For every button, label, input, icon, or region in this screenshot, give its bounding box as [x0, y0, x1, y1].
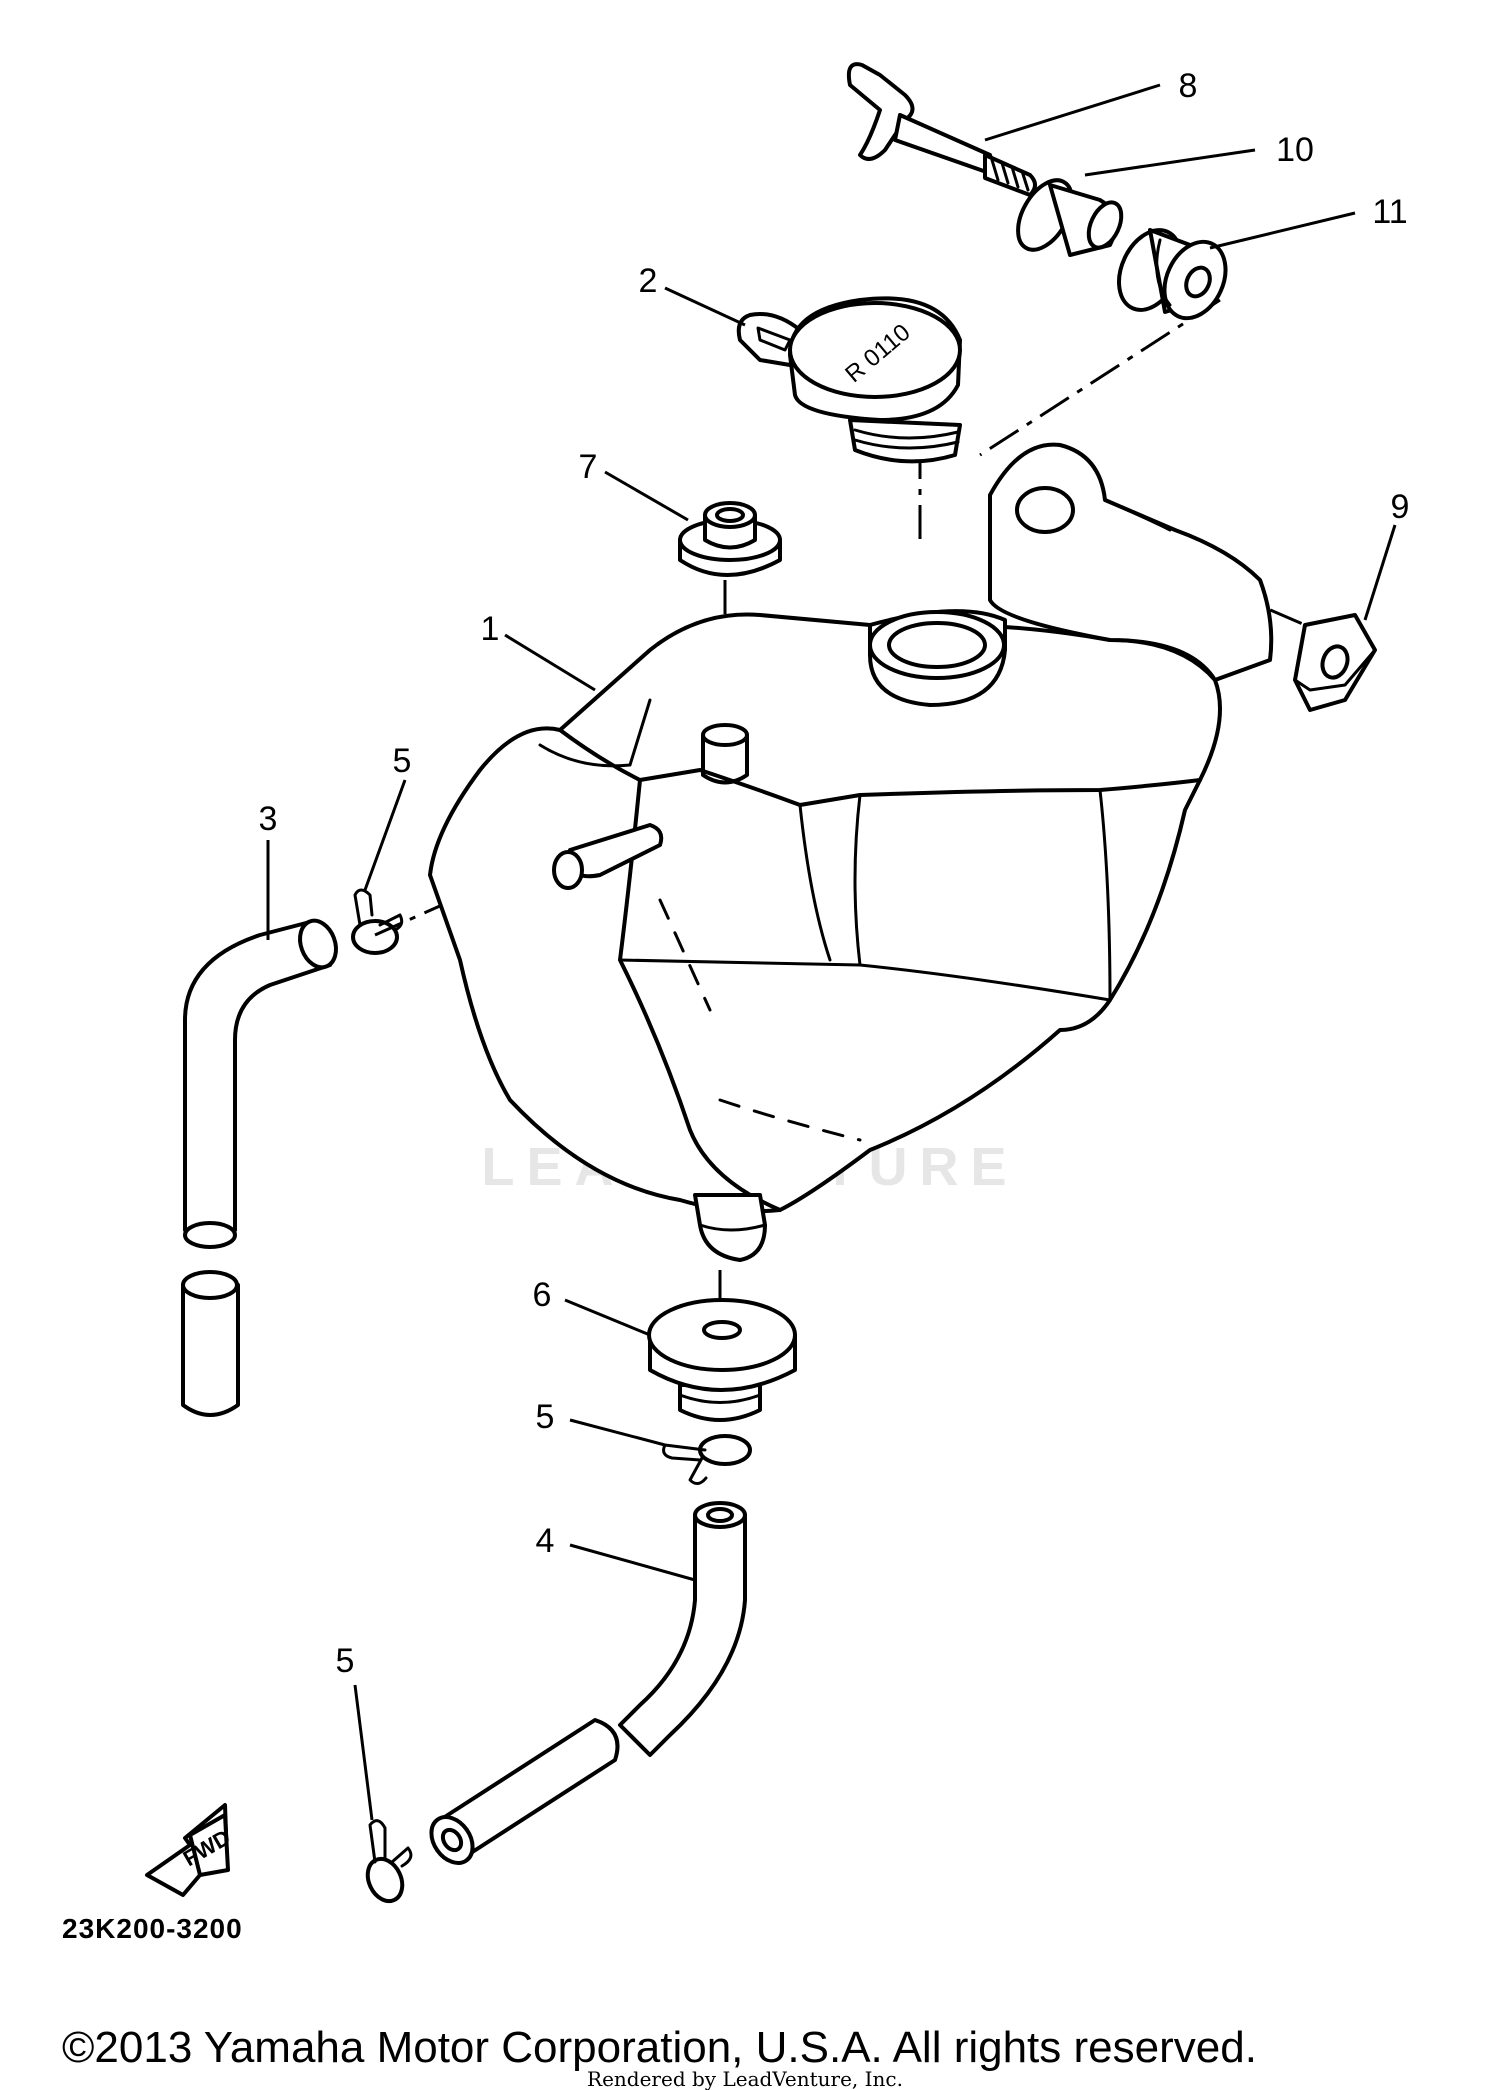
clip-upper	[351, 888, 404, 955]
rendered-by-text: Rendered by LeadVenture, Inc.	[587, 2067, 903, 2090]
fwd-arrow: FWD	[145, 1803, 235, 1897]
callout-5-upper: 5	[393, 742, 412, 780]
callout-3: 3	[259, 800, 278, 838]
diagram-code: 23K200-3200	[62, 1913, 243, 1944]
callout-1: 1	[481, 610, 500, 648]
clip-lower	[365, 1819, 413, 1904]
callout-4: 4	[536, 1522, 555, 1560]
nut	[1293, 613, 1377, 712]
callout-numbers: 8 10 11 2 7 1 9 5 3 6 5 4 5	[259, 67, 1410, 1680]
top-grommet	[678, 501, 782, 577]
fuel-tank	[428, 442, 1274, 1262]
callout-9: 9	[1391, 488, 1410, 526]
callout-8: 8	[1179, 67, 1198, 105]
bottom-cushion	[647, 1298, 797, 1422]
collar	[1016, 178, 1124, 257]
copyright-text: ©2013 Yamaha Motor Corporation, U.S.A. A…	[62, 2023, 1257, 2072]
callout-7: 7	[579, 448, 598, 486]
callout-10: 10	[1276, 131, 1314, 169]
grommet	[1117, 228, 1228, 321]
callout-5-lower: 5	[336, 1642, 355, 1680]
bolt	[846, 62, 1037, 197]
leader-lines	[266, 83, 1397, 1821]
fuel-hose	[429, 1501, 747, 1865]
callout-2: 2	[639, 262, 658, 300]
vent-hose	[181, 918, 338, 1417]
callout-11: 11	[1372, 193, 1407, 231]
callout-6: 6	[533, 1276, 552, 1314]
clip-middle	[662, 1434, 752, 1485]
filler-cap: R 0110	[736, 296, 962, 464]
callout-5-middle: 5	[536, 1398, 555, 1436]
